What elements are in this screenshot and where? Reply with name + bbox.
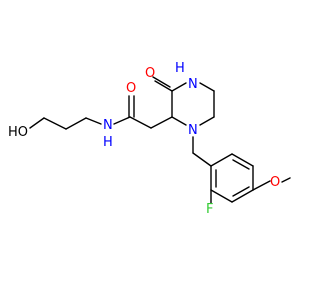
atom-h-ring: H <box>175 61 185 76</box>
bond-ar-c6-c1 <box>210 153 233 167</box>
bond-ring-n4-c5 <box>199 82 215 92</box>
bond-ar-c2-c3 <box>210 189 233 203</box>
bond-o-methyl <box>281 177 291 183</box>
atom-fluorine: F <box>206 202 213 217</box>
bond-amide-c-ch2 <box>129 116 152 129</box>
bond-ring-c3-o-double <box>152 76 171 88</box>
atom-ho: HO <box>8 125 28 140</box>
bond-ho-c1 <box>29 117 45 129</box>
atom-n-ring: N <box>188 123 198 138</box>
bond-ch2-ring-c2 <box>150 116 173 129</box>
atom-h-amide: H <box>103 135 113 150</box>
atom-o-methoxy: O <box>270 175 280 190</box>
atom-labels-group: HO N H O O N H N F O <box>8 61 280 217</box>
bond-ar-o-methoxy <box>252 180 271 191</box>
bond-ring-n1-c2 <box>171 116 187 126</box>
structure-diagram: HO N H O O N H N F O <box>8 61 291 217</box>
bond-ring-c6-n1 <box>199 116 215 126</box>
bond-c2-c3 <box>65 117 87 130</box>
atom-n-ring-h: N <box>188 77 198 92</box>
bond-ar-c3-c4 <box>231 189 254 203</box>
bond-ring-c3-o <box>154 80 173 92</box>
atom-o-ketone: O <box>145 66 155 81</box>
atom-n-amide: N <box>103 118 113 133</box>
molecule-svg: HO N H O O N H N F O <box>8 61 291 217</box>
bond-ar-c5-c6 <box>231 153 254 167</box>
bond-benzyl-ch2-ring <box>192 152 212 167</box>
bond-c1-c2 <box>43 117 67 130</box>
bond-n-amide-c <box>113 116 131 125</box>
bond-ar-c5-c6-inner <box>232 159 250 170</box>
bond-ring-c3-n4 <box>171 82 187 92</box>
bond-ar-c3-c4-inner <box>232 186 250 197</box>
atom-o-amide: O <box>126 81 136 96</box>
bonds-group <box>29 76 291 204</box>
bond-c3-n-amide <box>85 117 102 125</box>
